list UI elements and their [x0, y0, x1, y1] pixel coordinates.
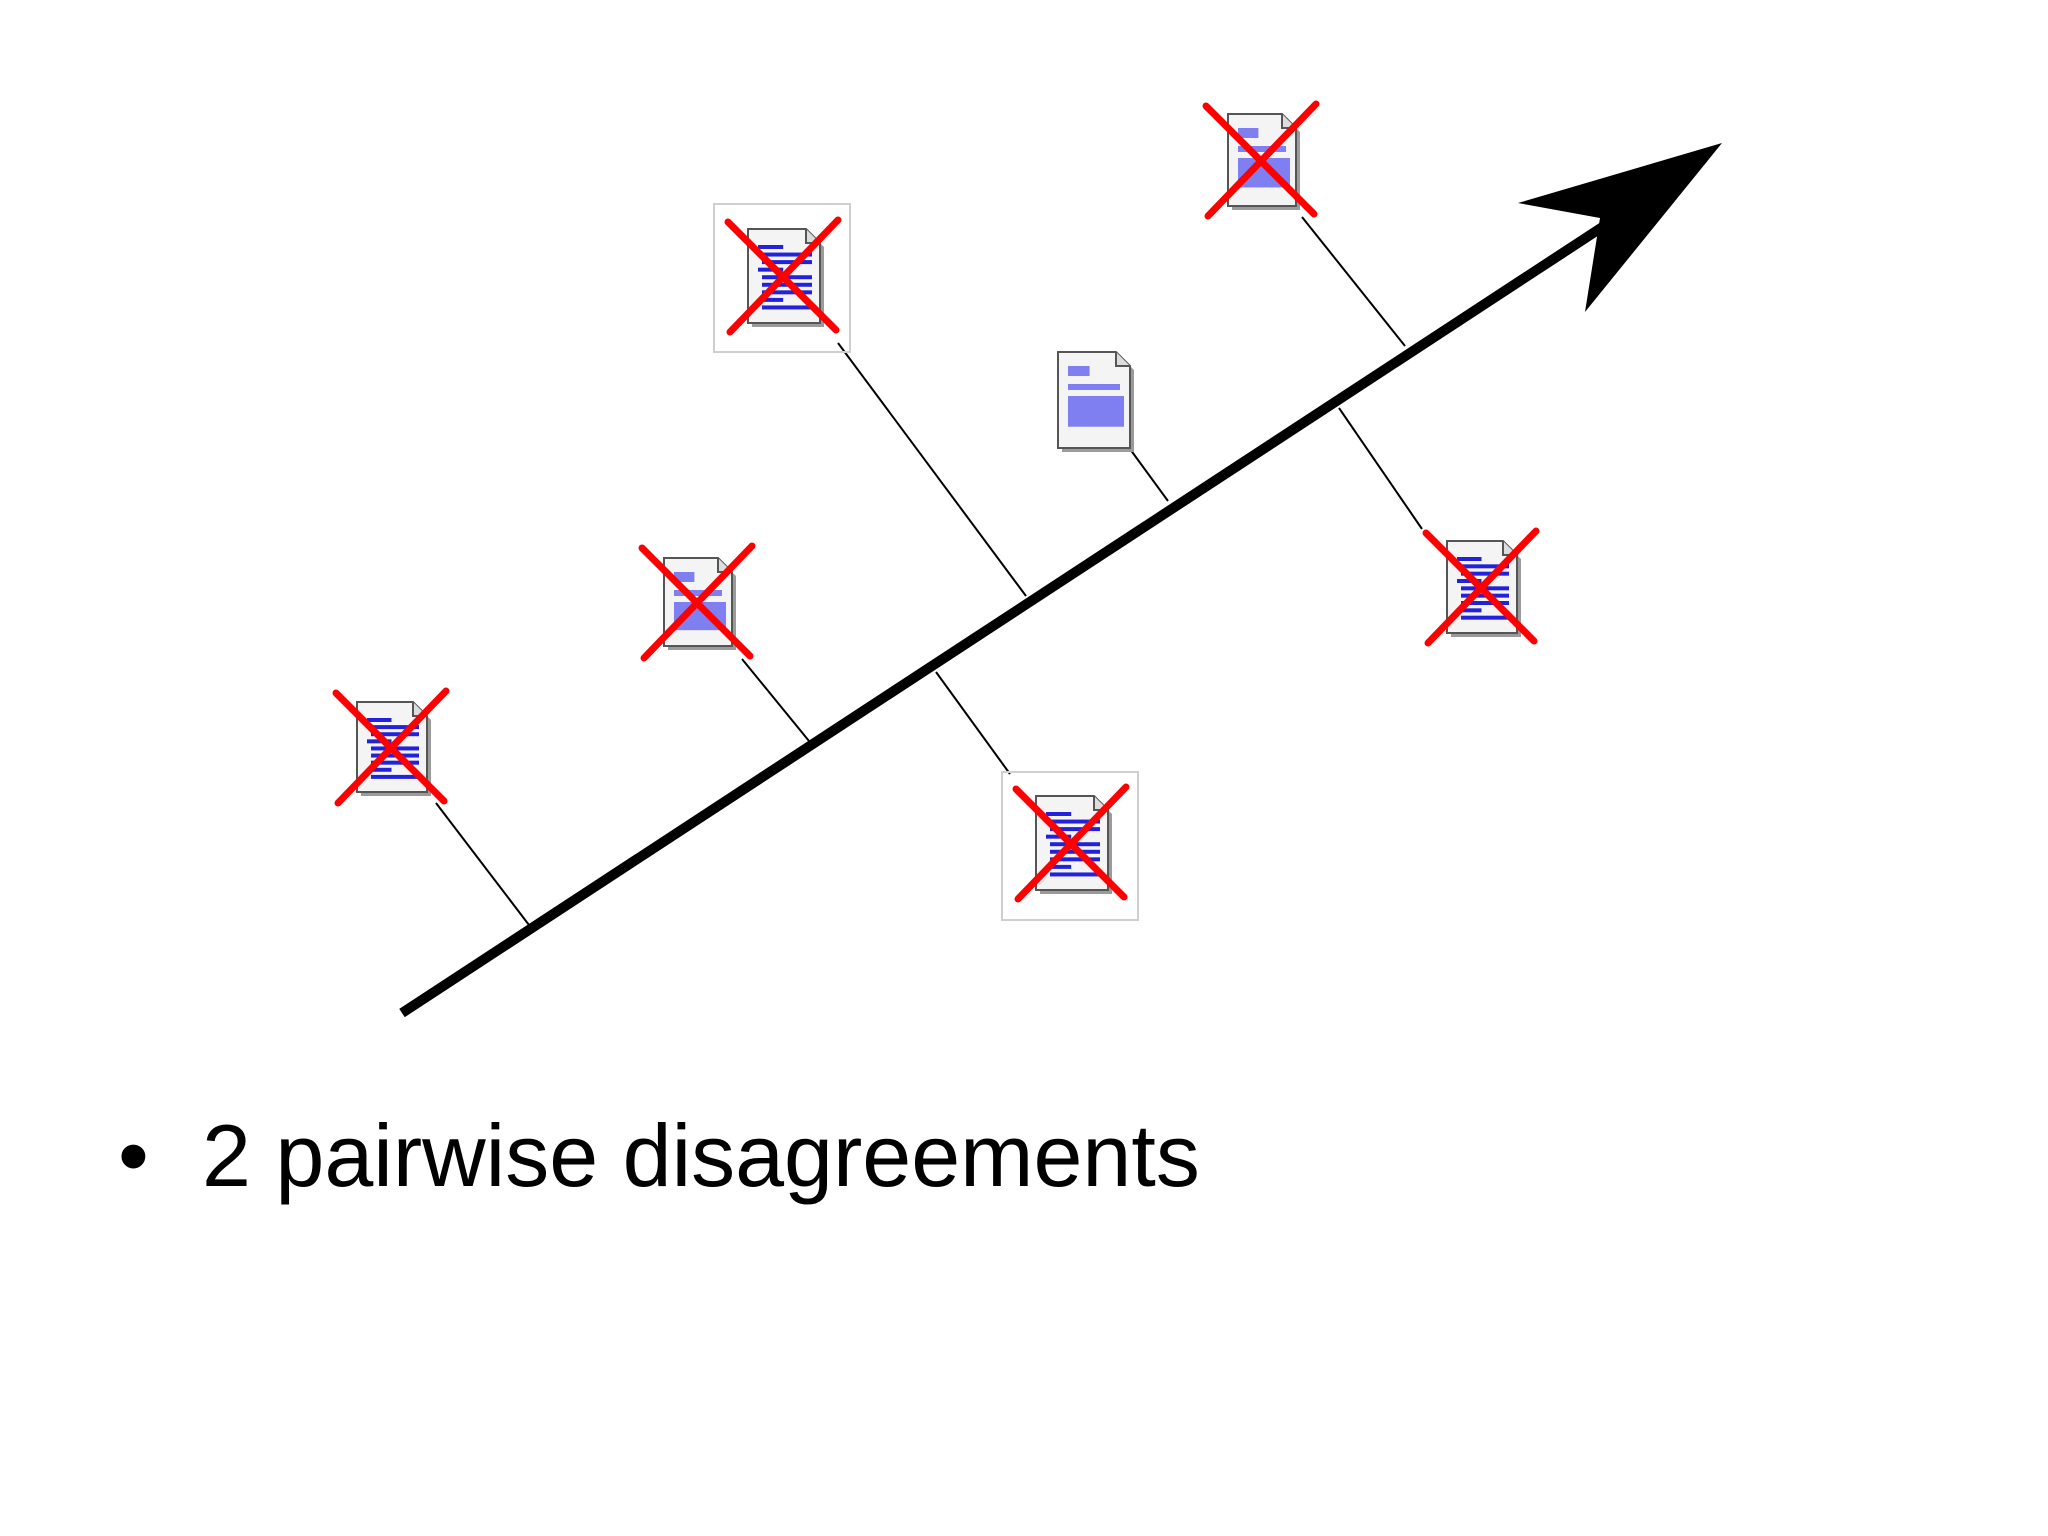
document-text-line: [1046, 834, 1072, 839]
document-text-line: [758, 297, 784, 302]
cross-mark-stroke: [1014, 783, 1130, 903]
projection-lines: [435, 216, 1423, 926]
document-text-line: [371, 732, 419, 737]
document-5: [1057, 351, 1134, 452]
document-text-line: [758, 267, 784, 272]
document-2: [638, 542, 756, 662]
document-image-block: [1238, 128, 1259, 138]
document-text-line: [1050, 819, 1100, 824]
document-7: [1422, 527, 1540, 647]
ranking-axis: [399, 143, 1722, 1018]
bullet-marker: •: [118, 1106, 149, 1205]
document-text-line: [371, 760, 419, 765]
document-text-line: [1461, 615, 1509, 620]
document-1: [332, 687, 450, 807]
document-text-line: [1461, 601, 1509, 605]
document-image-block: [674, 572, 695, 582]
document-text-line: [762, 260, 812, 265]
document-image-block: [1068, 396, 1124, 427]
document-6: [1202, 100, 1320, 220]
cross-mark-stroke: [726, 216, 842, 336]
document-text-line: [1050, 827, 1100, 832]
document-image-block: [1068, 384, 1120, 390]
document-text-line: [1046, 864, 1072, 869]
document-text-line: [762, 305, 812, 310]
document-text-line: [762, 290, 812, 295]
projection-line: [741, 658, 810, 742]
documents: [332, 100, 1540, 921]
bullet-item: •2 pairwise disagreements: [118, 1112, 1200, 1200]
cross-mark-stroke: [334, 687, 450, 807]
document-text-line: [762, 252, 812, 257]
document-text-line: [1461, 571, 1509, 576]
document-image-block: [674, 590, 722, 596]
cross-mark-stroke: [640, 542, 756, 662]
document-image-block: [1238, 146, 1286, 152]
document-text-line: [1461, 564, 1509, 569]
projection-line: [1129, 448, 1169, 502]
document-text-line: [367, 767, 392, 772]
document-text-line: [371, 774, 419, 779]
document-text-line: [367, 718, 392, 722]
projection-line: [935, 671, 1011, 775]
ranking-axis-arrowhead: [1518, 143, 1722, 312]
cross-mark-stroke: [1424, 527, 1540, 647]
document-3: [713, 203, 851, 353]
document-fold: [1115, 352, 1130, 367]
document-4: [1001, 771, 1139, 921]
cross-mark-stroke: [1204, 100, 1320, 220]
document-text-line: [367, 739, 392, 744]
document-frame: [1001, 771, 1139, 921]
document-text-line: [1457, 557, 1482, 561]
ranking-axis-line: [399, 217, 1613, 1018]
document-frame: [713, 203, 851, 353]
projection-line: [1301, 216, 1406, 347]
document-text-line: [1457, 608, 1482, 613]
projection-line: [1338, 407, 1423, 530]
document-image-block: [1068, 366, 1090, 376]
document-text-line: [1046, 812, 1072, 816]
document-text-line: [758, 245, 784, 249]
document-text-line: [1050, 872, 1100, 877]
bullet-text: 2 pairwise disagreements: [202, 1106, 1200, 1205]
projection-line: [435, 802, 530, 926]
projection-line: [837, 342, 1027, 597]
document-text-line: [371, 725, 419, 730]
document-text-line: [1050, 857, 1100, 862]
